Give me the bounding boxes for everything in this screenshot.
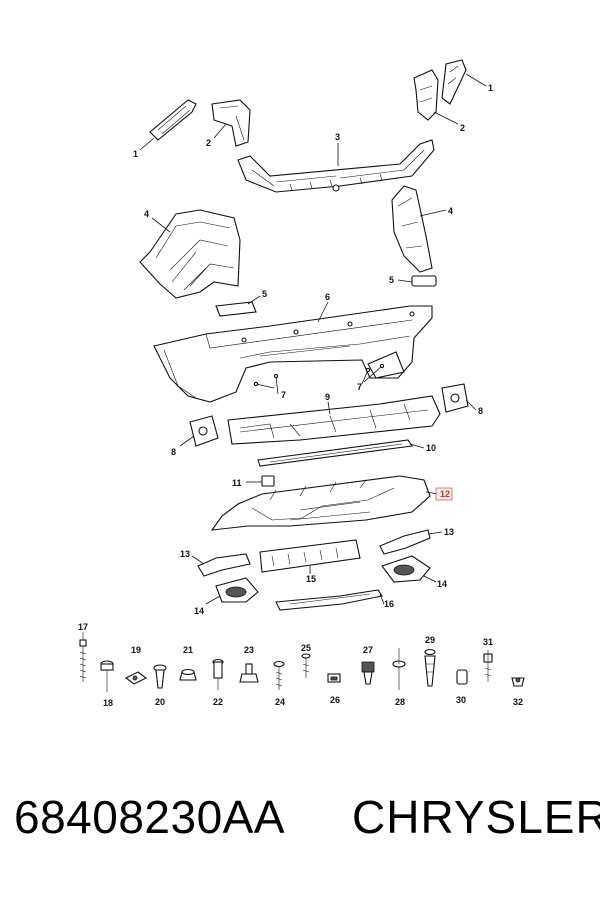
part-21-nut: [179, 668, 197, 681]
callout-14-left: 14: [194, 606, 204, 616]
callout-20: 20: [155, 697, 165, 707]
callout-8-left: 8: [171, 447, 176, 457]
part-31-clip: [483, 650, 493, 682]
part-13-bracket-right: [379, 529, 443, 555]
part-number: 68408230AA: [14, 791, 286, 843]
callout-12-highlight-box: [435, 487, 453, 501]
part-20-push-pin: [153, 664, 167, 689]
part-10-strip: [257, 439, 425, 467]
footer: 68408230AA CHRYSLER: [0, 790, 600, 870]
callout-19: 19: [131, 645, 141, 655]
part-18-bolt: [100, 660, 114, 692]
part-2-right-mount: [413, 69, 459, 125]
part-1-left-bracket: [139, 99, 197, 151]
part-27-retainer: [361, 661, 375, 685]
part-5-right-clip: [397, 275, 437, 287]
part-13-bracket-left: [191, 553, 251, 577]
callout-22: 22: [213, 697, 223, 707]
part-30-spacer: [456, 669, 468, 685]
callout-16: 16: [384, 599, 394, 609]
callout-5-left: 5: [262, 289, 267, 299]
part-16-skid-strip: [275, 589, 385, 611]
callout-26: 26: [330, 695, 340, 705]
part-26-clip: [327, 673, 341, 683]
part-9-absorber: [227, 395, 441, 445]
part-19-clip-nut: [124, 671, 148, 685]
callout-9: 9: [325, 392, 330, 402]
callout-25: 25: [301, 643, 311, 653]
part-1-right-bracket: [441, 59, 487, 105]
part-15-lower-absorber: [259, 539, 361, 574]
part-14-exhaust-left: [205, 577, 259, 605]
part-14-exhaust-right: [381, 555, 437, 583]
callout-31: 31: [483, 637, 493, 647]
part-32-nut: [511, 677, 525, 687]
callout-3: 3: [335, 132, 340, 142]
callout-13-left: 13: [180, 549, 190, 559]
callout-30: 30: [456, 695, 466, 705]
part-5-left-reflector: [215, 295, 261, 317]
part-11-clip: [246, 475, 275, 487]
callout-2-right: 2: [460, 123, 465, 133]
callout-27: 27: [363, 645, 373, 655]
callout-18: 18: [103, 698, 113, 708]
part-6-bumper-fascia: [153, 301, 433, 403]
callout-28: 28: [395, 697, 405, 707]
callout-2-left: 2: [206, 138, 211, 148]
callout-11: 11: [232, 478, 242, 488]
callout-5-right: 5: [389, 275, 394, 285]
callout-29: 29: [425, 635, 435, 645]
callout-13-right: 13: [444, 527, 454, 537]
part-7-push-pins: [253, 363, 385, 395]
callout-10: 10: [426, 443, 436, 453]
callout-7-left: 7: [281, 390, 286, 400]
callout-21: 21: [183, 645, 193, 655]
callout-8-right: 8: [478, 406, 483, 416]
part-8-bracket-right: [441, 383, 477, 413]
part-25-screw: [301, 653, 311, 678]
parts-diagram: 1 2 1 2 3 4 4: [78, 59, 525, 708]
part-17-screw: [79, 632, 87, 682]
part-22-stud: [212, 658, 224, 690]
callout-17: 17: [78, 622, 88, 632]
part-12-lower-valance: [210, 475, 439, 531]
callout-1-left: 1: [133, 149, 138, 159]
callout-14-right: 14: [437, 579, 447, 589]
callout-15: 15: [306, 574, 316, 584]
callout-1-right: 1: [488, 83, 493, 93]
part-8-bracket-left: [179, 415, 219, 447]
part-4-right-corner: [391, 185, 447, 273]
callout-4-right: 4: [448, 206, 453, 216]
brand-name: CHRYSLER: [352, 791, 600, 843]
callout-7-right: 7: [357, 382, 362, 392]
part-2-left-mount: [211, 99, 251, 147]
callout-6: 6: [325, 292, 330, 302]
callout-23: 23: [244, 645, 254, 655]
part-23-retainer: [239, 663, 259, 683]
callout-24: 24: [275, 697, 285, 707]
part-28-bolt: [392, 648, 406, 690]
part-29-push-retainer: [424, 648, 436, 687]
callout-4-left: 4: [144, 209, 149, 219]
callout-12: 12: [440, 489, 450, 499]
part-4-left-corner: [139, 209, 241, 299]
part-3-reinforcement-beam: [237, 139, 435, 193]
part-24-screw: [273, 660, 285, 690]
callout-32: 32: [513, 697, 523, 707]
